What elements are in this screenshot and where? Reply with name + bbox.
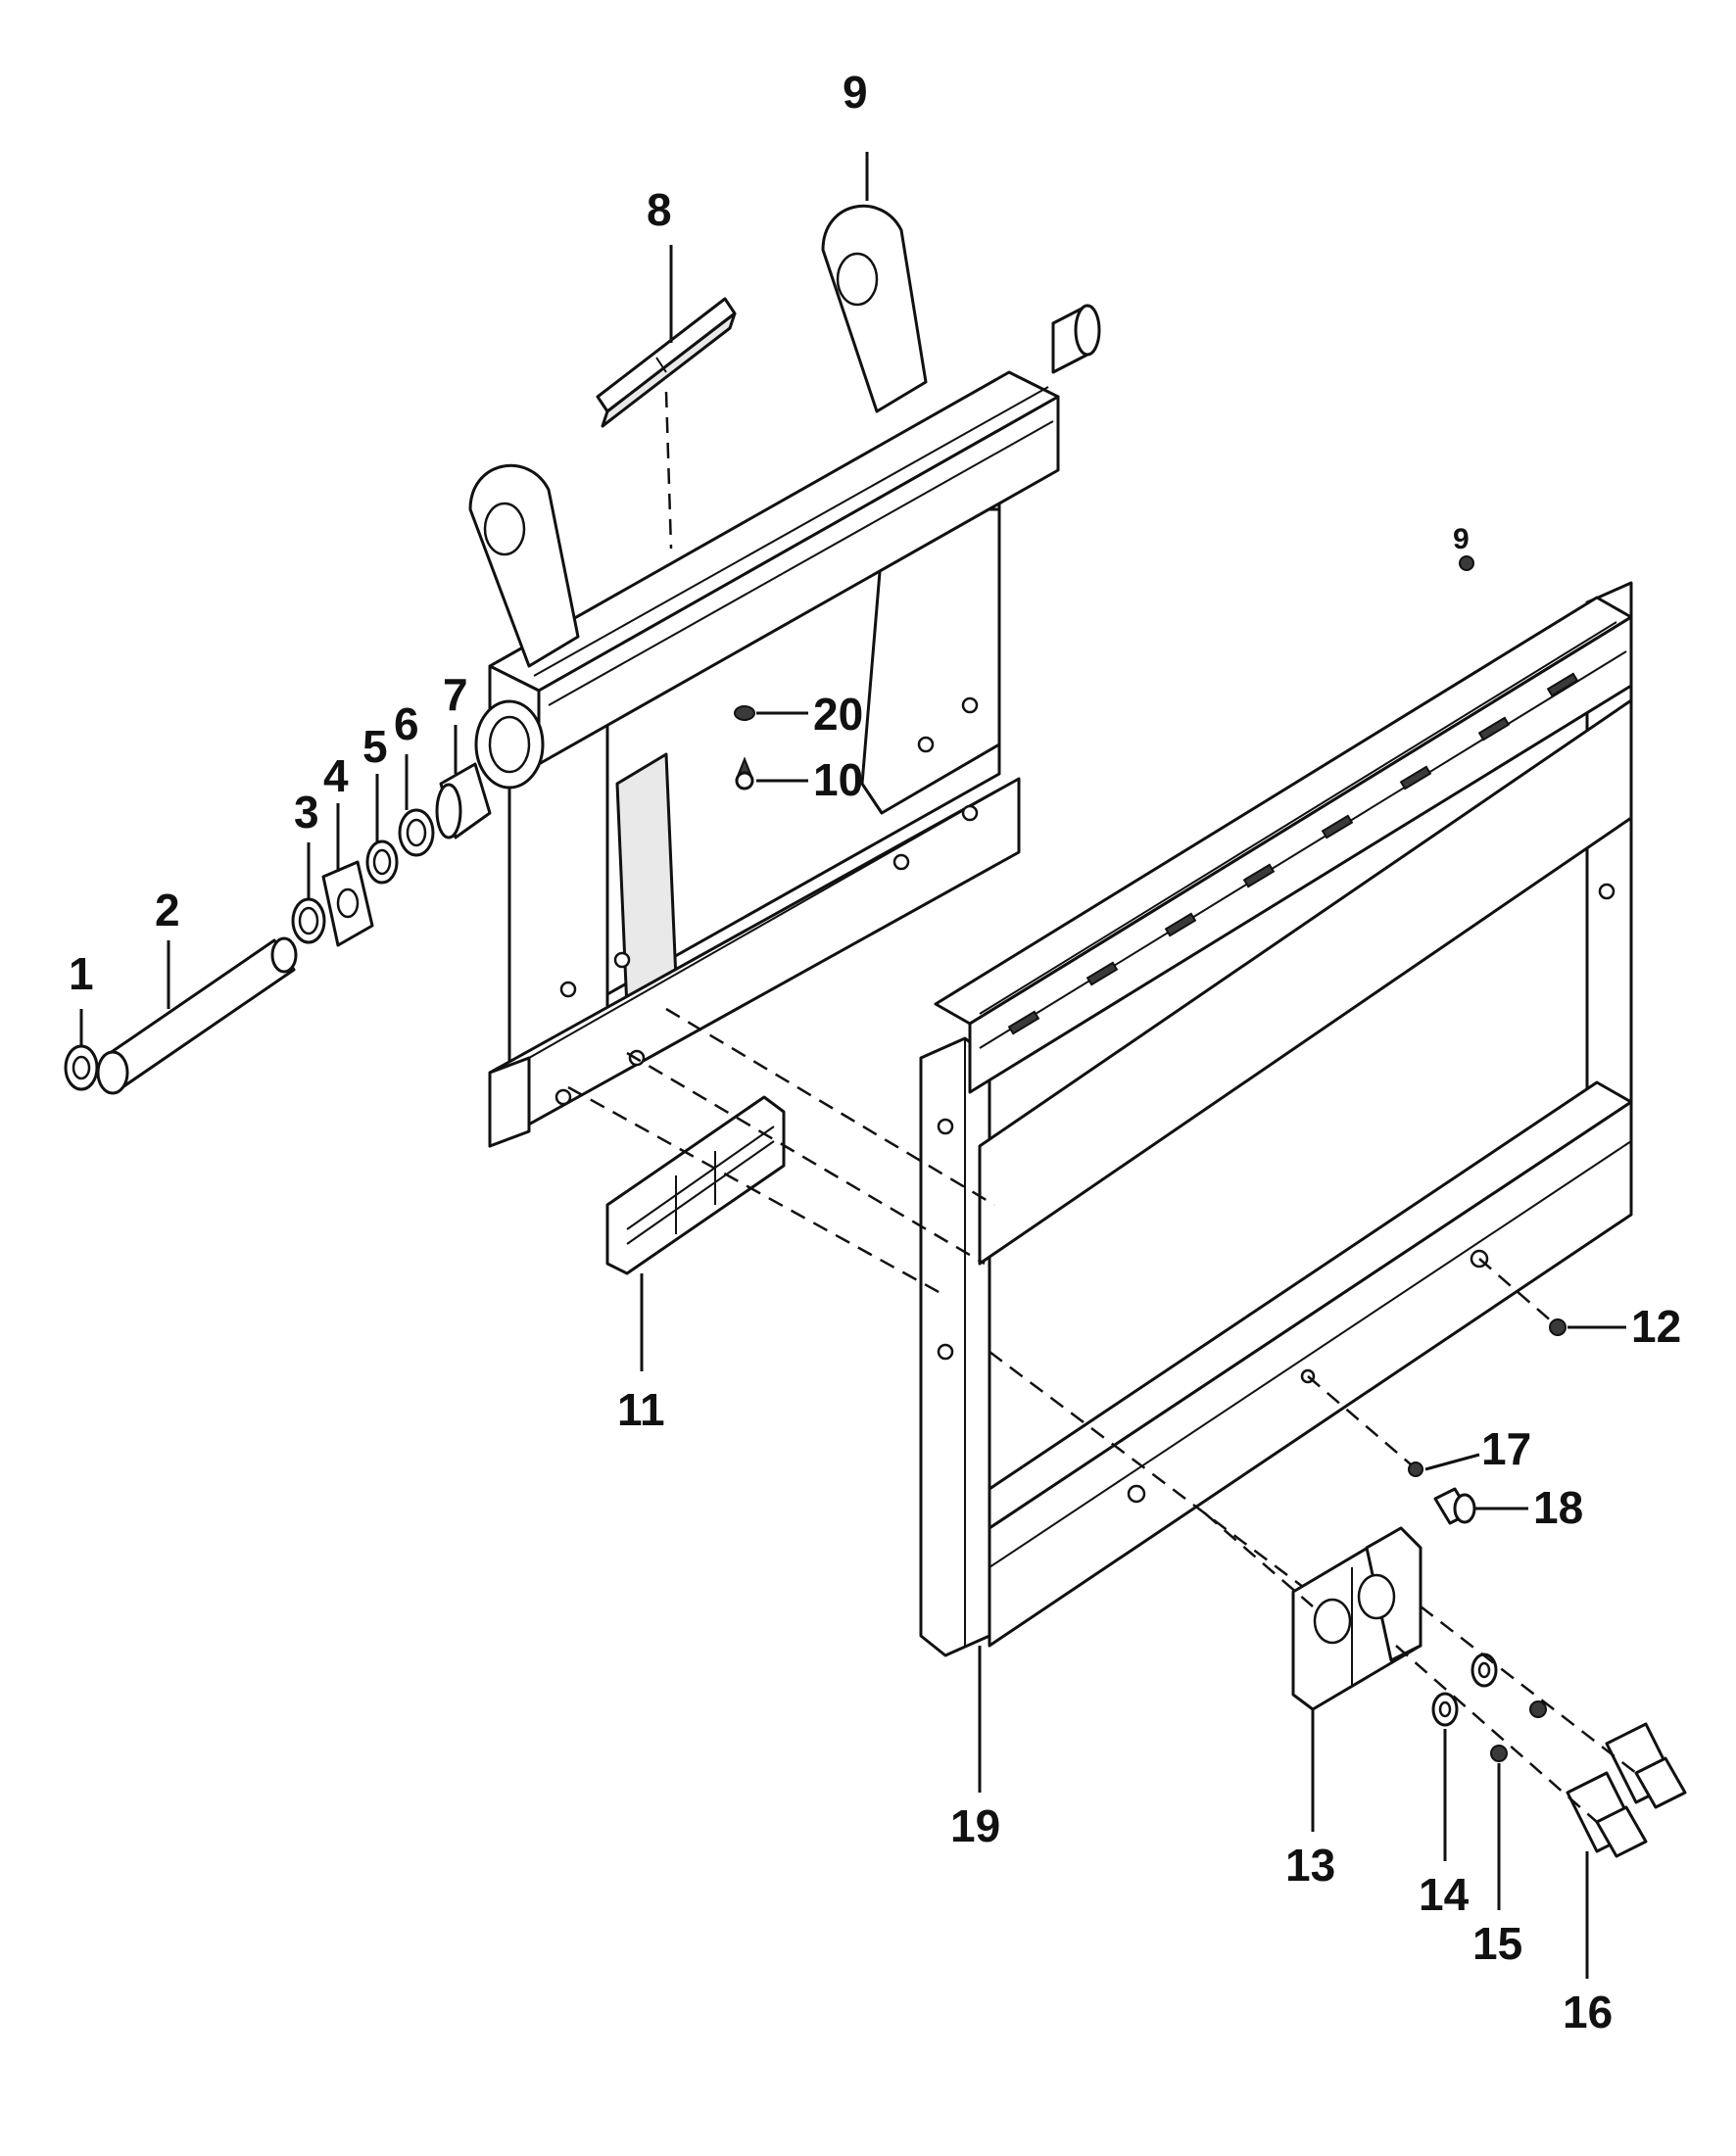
upper-carriage-frame xyxy=(468,204,1101,1148)
callout-14: 14 xyxy=(1419,1869,1470,1920)
callout-19: 19 xyxy=(950,1800,1000,1851)
callout-20: 20 xyxy=(813,689,863,740)
part-2-pin xyxy=(101,938,296,1089)
callout-12: 12 xyxy=(1631,1301,1681,1352)
callout-9-lower: 9 xyxy=(1453,523,1470,555)
leader-lines xyxy=(79,152,1626,1979)
top-rail-notches xyxy=(1007,672,1579,1035)
callout-18: 18 xyxy=(1533,1482,1583,1533)
callout-10: 10 xyxy=(813,754,863,805)
part-13-clamp-block xyxy=(1291,1526,1423,1711)
callout-15: 15 xyxy=(1472,1918,1522,1969)
part-20-nut xyxy=(734,705,755,721)
callout-6: 6 xyxy=(394,698,419,749)
part-15-lock-washer xyxy=(1490,1745,1508,1762)
part-11-guide-plate xyxy=(605,1095,786,1275)
callout-13: 13 xyxy=(1285,1840,1335,1891)
lower-fasteners xyxy=(1431,1653,1687,1858)
part-8-key xyxy=(596,297,737,428)
callout-11: 11 xyxy=(617,1384,665,1435)
callout-8: 8 xyxy=(647,184,672,235)
callout-4: 4 xyxy=(323,750,349,801)
callout-1: 1 xyxy=(69,948,94,999)
small-fasteners xyxy=(734,555,1567,1525)
callout-labels: 1 2 3 4 5 6 7 8 9 20 10 11 12 17 18 19 1… xyxy=(69,67,1681,2037)
assembly-lines xyxy=(567,391,1637,1823)
callout-16: 16 xyxy=(1563,1987,1613,2037)
part-12-grease-nipple xyxy=(1549,1318,1567,1336)
callout-3: 3 xyxy=(294,787,319,838)
callout-2: 2 xyxy=(155,885,180,935)
callout-7: 7 xyxy=(443,669,468,720)
pin-assembly xyxy=(64,762,492,1095)
callout-9: 9 xyxy=(843,67,868,118)
callout-5: 5 xyxy=(362,721,388,772)
part-16-bolt xyxy=(1566,1722,1687,1858)
lower-carriage-frame xyxy=(919,581,1633,1657)
part-17-washer xyxy=(1408,1461,1423,1477)
callout-17: 17 xyxy=(1481,1423,1531,1474)
